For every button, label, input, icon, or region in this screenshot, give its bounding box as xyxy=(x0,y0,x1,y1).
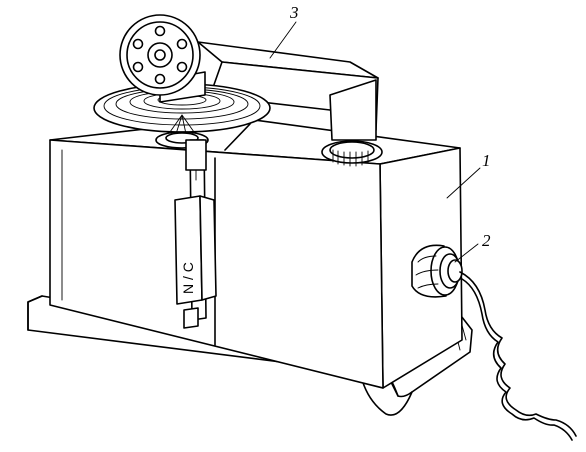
leader-lines xyxy=(270,22,480,262)
callout-1: 1 xyxy=(482,151,491,170)
reel-wheel xyxy=(120,15,205,102)
probe-marking: N / C xyxy=(180,262,196,294)
callout-2: 2 xyxy=(482,231,491,250)
tonearm xyxy=(198,42,382,166)
knob xyxy=(412,245,462,297)
probe-holder: N / C xyxy=(175,140,216,328)
callout-3: 3 xyxy=(289,3,299,22)
power-cable xyxy=(460,272,576,440)
housing xyxy=(50,118,462,388)
